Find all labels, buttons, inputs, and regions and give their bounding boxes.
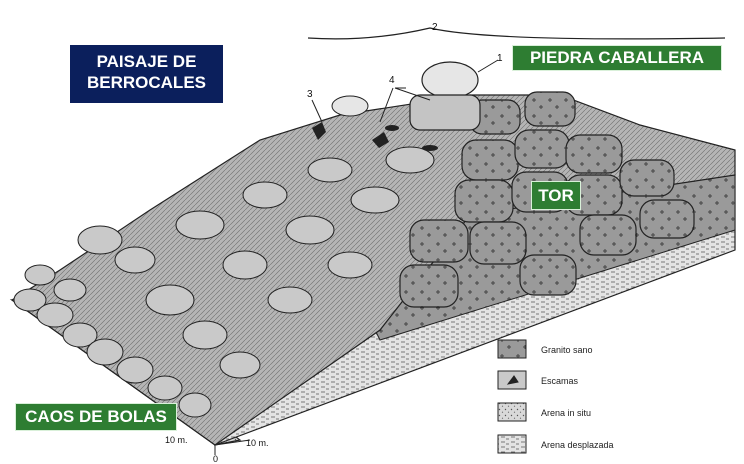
callout-2: 2 <box>432 22 438 33</box>
piedra-caballera-rock <box>409 61 481 131</box>
callout-3: 3 <box>307 89 313 100</box>
legend-swatch-granito-sano <box>497 339 527 359</box>
legend-swatch-arena-in-situ <box>497 402 527 422</box>
scale-origin: 0 <box>213 454 219 464</box>
brace-2 <box>307 27 726 40</box>
label-paisaje-line2: BERROCALES <box>86 73 206 92</box>
legend-label-escamas: Escamas <box>541 376 579 386</box>
label-piedra-caballera: PIEDRA CABALLERA <box>512 45 722 71</box>
scale-right: 10 m. <box>246 438 269 448</box>
label-tor: TOR <box>531 181 581 210</box>
scale-axes <box>214 439 251 455</box>
legend-swatches <box>497 339 527 454</box>
legend-label-arena-desplazada: Arena desplazada <box>541 440 614 450</box>
scale-left: 10 m. <box>165 435 188 445</box>
escamas-marks <box>312 122 438 151</box>
callout-leaders <box>311 59 499 123</box>
label-paisaje-de-berrocales: PAISAJE DE BERROCALES <box>70 45 223 103</box>
label-paisaje-line1: PAISAJE DE <box>96 52 197 71</box>
legend-label-granito-sano: Granito sano <box>541 345 593 355</box>
legend-label-arena-in-situ: Arena in situ <box>541 408 592 418</box>
boulders <box>13 146 435 418</box>
label-caos-de-bolas: CAOS DE BOLAS <box>15 403 177 431</box>
callout-1: 1 <box>497 53 503 64</box>
callout-4: 4 <box>389 75 395 86</box>
legend-swatch-arena-desplazada <box>497 434 527 454</box>
small-perched-rock <box>331 95 369 117</box>
